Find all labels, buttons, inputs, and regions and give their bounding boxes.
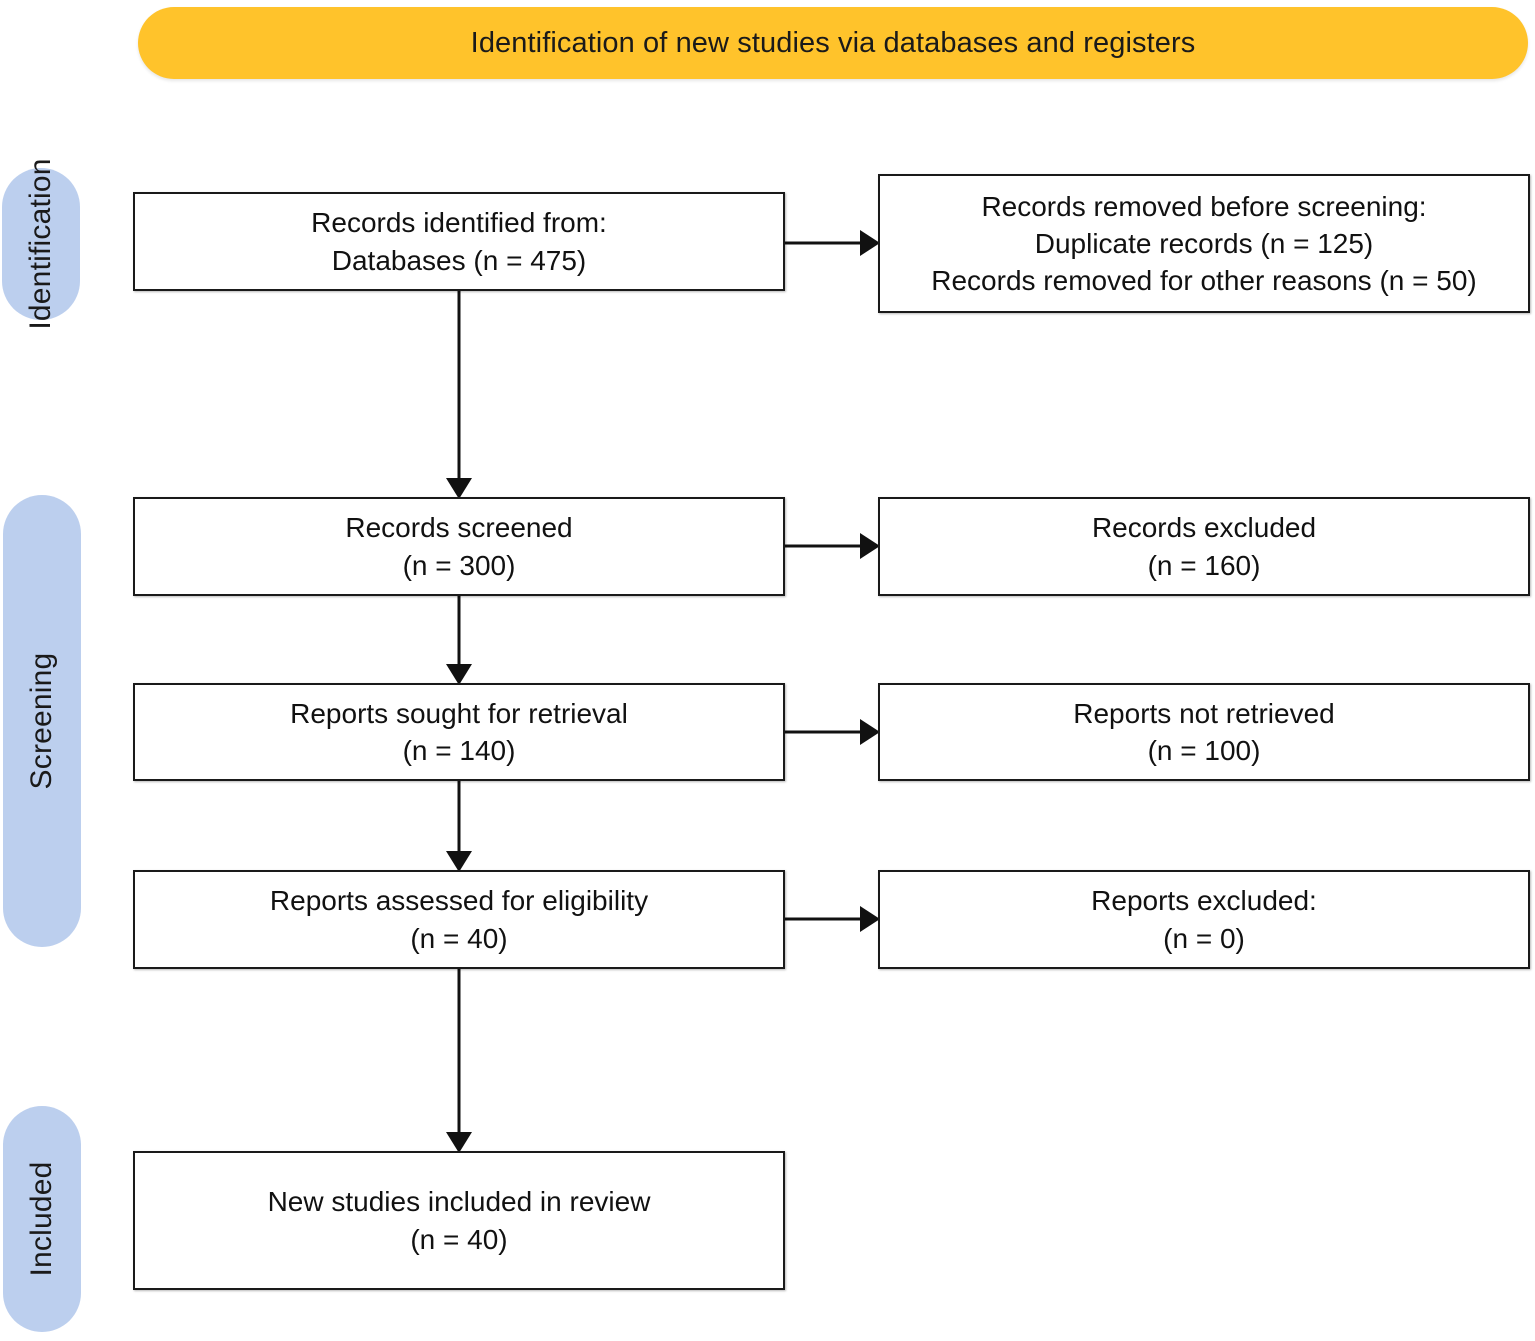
box-line-1: Reports sought for retrieval bbox=[290, 697, 628, 729]
box-line-2: (n = 160) bbox=[1147, 549, 1261, 581]
box-records-removed-before-screening[interactable]: Records removed before screening: Duplic… bbox=[878, 174, 1530, 313]
box-line-2: Duplicate records (n = 125) bbox=[1034, 227, 1374, 259]
diagram-title: Identification of new studies via databa… bbox=[470, 26, 1196, 59]
box-line-1: Records screened bbox=[345, 512, 573, 544]
arrow-sought-to-not-retrieved bbox=[785, 719, 880, 745]
arrow-assessed-to-new-studies bbox=[446, 969, 472, 1153]
box-line-1: Reports assessed for eligibility bbox=[269, 885, 649, 917]
stage-pill-included: Included bbox=[3, 1106, 81, 1332]
box-records-screened[interactable]: Records screened (n = 300) bbox=[133, 497, 785, 596]
box-reports-sought-for-retrieval[interactable]: Reports sought for retrieval (n = 140) bbox=[133, 683, 785, 781]
box-line-2: (n = 100) bbox=[1147, 735, 1261, 766]
box-line-3: Records removed for other reasons (n = 5… bbox=[931, 265, 1477, 297]
box-line-1: Records removed before screening: bbox=[981, 190, 1427, 222]
box-line-1: Records excluded bbox=[1091, 512, 1317, 544]
box-line-1: New studies included in review bbox=[267, 1186, 651, 1218]
box-line-2: Databases (n = 475) bbox=[331, 244, 587, 276]
arrow-screened-to-excluded bbox=[785, 533, 880, 559]
box-line-2: (n = 140) bbox=[402, 735, 516, 766]
stage-label-screening: Screening bbox=[25, 652, 58, 790]
box-reports-excluded[interactable]: Reports excluded: (n = 0) bbox=[878, 870, 1530, 969]
box-line-1: Reports not retrieved bbox=[1073, 697, 1335, 729]
arrow-identified-to-screened bbox=[446, 291, 472, 499]
box-line-1: Records identified from: bbox=[311, 207, 607, 239]
box-line-2: (n = 40) bbox=[410, 922, 508, 954]
box-records-excluded[interactable]: Records excluded (n = 160) bbox=[878, 497, 1530, 596]
box-reports-not-retrieved[interactable]: Reports not retrieved (n = 100) bbox=[878, 683, 1530, 781]
box-line-2: (n = 0) bbox=[1163, 922, 1245, 954]
box-line-1: Reports excluded: bbox=[1091, 885, 1317, 917]
arrow-assessed-to-reports-excluded bbox=[785, 906, 880, 932]
stage-pill-screening: Screening bbox=[3, 495, 81, 947]
box-line-2: (n = 300) bbox=[402, 549, 516, 581]
stage-pill-identification: Identification bbox=[2, 158, 80, 330]
stage-label-identification: Identification bbox=[24, 158, 57, 330]
box-records-identified[interactable]: Records identified from: Databases (n = … bbox=[133, 192, 785, 291]
box-line-2: (n = 40) bbox=[410, 1223, 508, 1255]
stage-label-included: Included bbox=[25, 1161, 58, 1277]
diagram-header-banner: Identification of new studies via databa… bbox=[138, 7, 1528, 79]
arrow-sought-to-assessed bbox=[446, 781, 472, 872]
arrow-screened-to-sought bbox=[446, 596, 472, 685]
box-new-studies-included-in-review[interactable]: New studies included in review (n = 40) bbox=[133, 1151, 785, 1290]
box-reports-assessed-for-eligibility[interactable]: Reports assessed for eligibility (n = 40… bbox=[133, 870, 785, 969]
